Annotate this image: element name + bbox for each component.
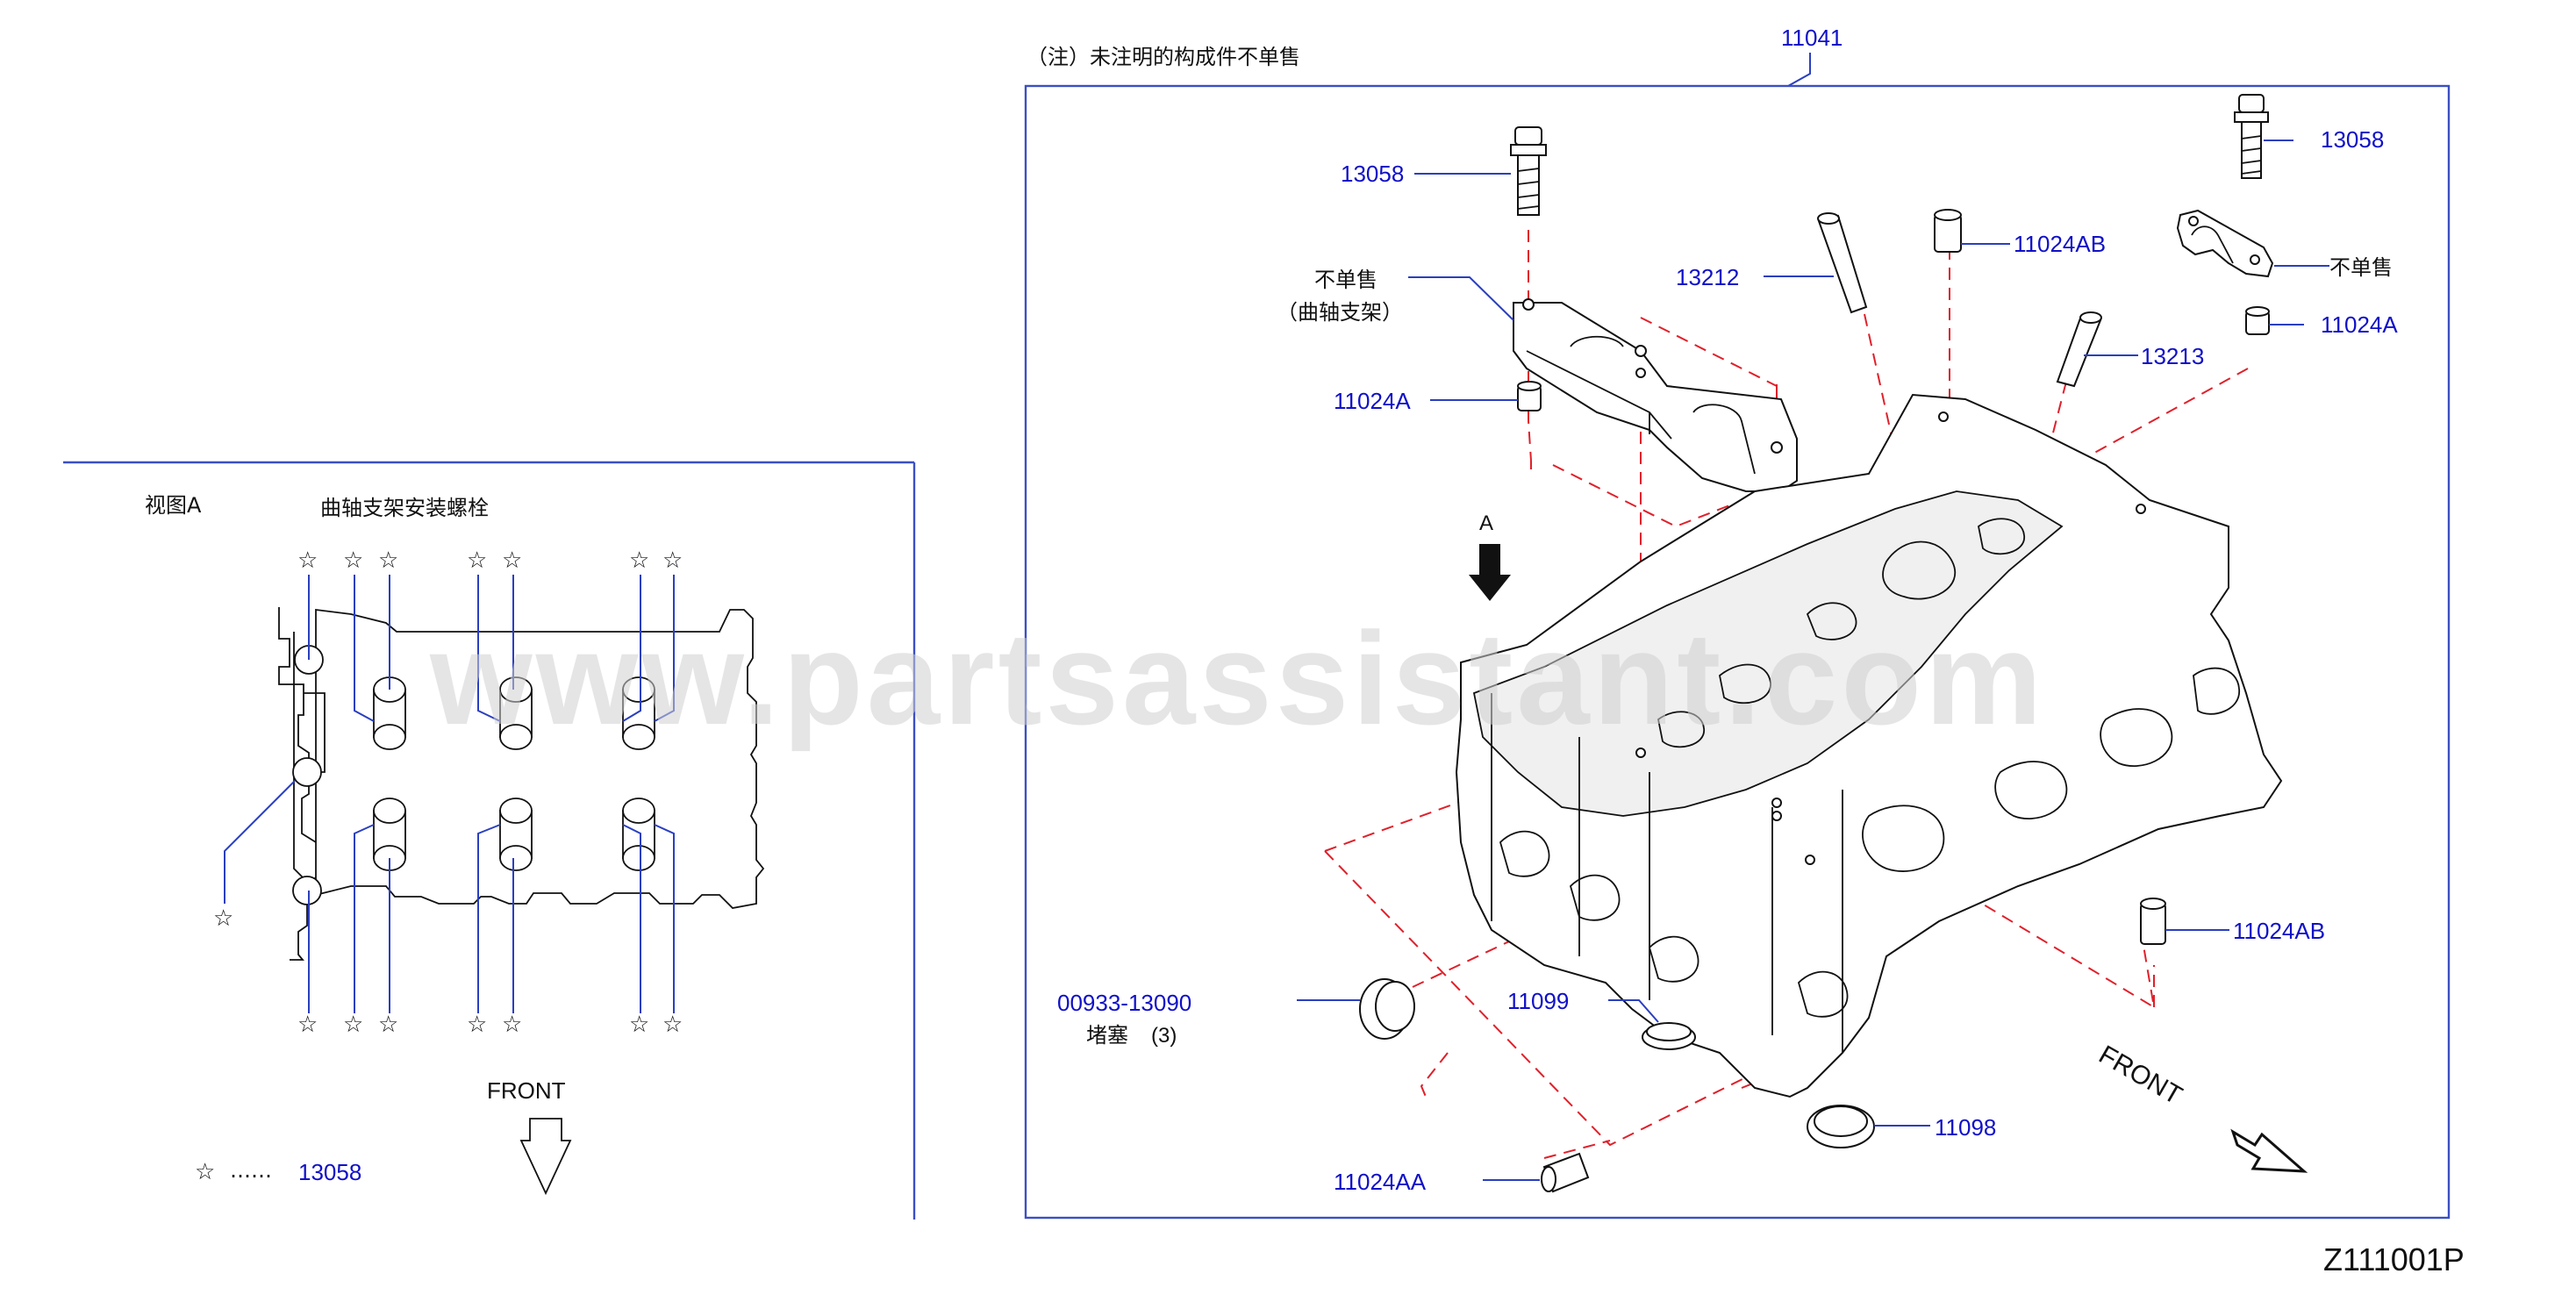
view-a-arrow-label: A: [1479, 512, 1493, 535]
view-a-panel: 视图A 曲轴支架安装螺栓 ☆☆☆☆☆☆☆☆☆☆☆☆☆☆☆ FRONT ☆ …… …: [63, 461, 916, 1220]
legend-dots: ……: [230, 1158, 272, 1183]
part-label-11098[interactable]: 11098: [1935, 1114, 1996, 1141]
dowel-11024ab-top-icon: [1934, 209, 1962, 253]
plug-00933-13090-icon: [1359, 978, 1415, 1040]
star-marker-icon: ☆: [378, 547, 398, 574]
view-a-leader: [354, 824, 375, 1013]
dowel-11024aa-icon: [1541, 1152, 1590, 1193]
bolt-boss-icon: [499, 676, 533, 750]
rail-boss-icon: [292, 876, 322, 905]
legend-star-icon: ☆: [195, 1159, 215, 1185]
label-crank-bracket: （曲轴支架）: [1277, 300, 1403, 325]
legend-part-13058[interactable]: 13058: [298, 1159, 361, 1185]
seal-11098-icon: [1807, 1105, 1875, 1148]
part-label-11024a-left[interactable]: 11024A: [1334, 388, 1411, 414]
view-a-subtitle: 曲轴支架安装螺栓: [320, 496, 489, 520]
view-a-title: 视图A: [145, 493, 202, 518]
star-marker-icon: ☆: [629, 547, 649, 574]
view-a-bosses: [292, 645, 655, 905]
label-not-sold-right: 不单售: [2329, 255, 2393, 280]
bolt-13058-right-icon: [2234, 94, 2269, 179]
watermark: www.partsassistant.com: [429, 604, 2045, 752]
part-label-11041[interactable]: 11041: [1781, 25, 1843, 51]
leader-11041: [1787, 53, 1811, 87]
bolt-boss-icon: [373, 676, 406, 750]
view-a-leader: [354, 575, 375, 722]
star-marker-icon: ☆: [213, 905, 233, 932]
view-a-leader: [654, 824, 675, 1013]
star-marker-icon: ☆: [502, 1012, 522, 1038]
star-marker-icon: ☆: [662, 547, 683, 574]
star-marker-icon: ☆: [297, 1012, 318, 1038]
dowel-11024a-left-icon: [1517, 381, 1542, 411]
rail-boss-icon: [292, 757, 322, 787]
main-panel: （注）未注明的构成件不单售 11041: [1024, 25, 2451, 1220]
star-marker-icon: ☆: [467, 547, 487, 574]
seal-11099-icon: [1642, 1022, 1696, 1050]
part-label-13058-left[interactable]: 13058: [1341, 161, 1404, 187]
label-not-sold-left: 不单售: [1314, 268, 1377, 292]
part-label-11024ab-bottom[interactable]: 11024AB: [2233, 918, 2325, 944]
part-label-11024aa[interactable]: 11024AA: [1334, 1169, 1427, 1195]
main-front-label: FRONT: [2094, 1040, 2187, 1110]
star-marker-icon: ☆: [378, 1012, 398, 1038]
part-label-13213[interactable]: 13213: [2141, 343, 2204, 369]
bolt-13058-left-icon: [1510, 126, 1547, 216]
guide-13213-icon: [2056, 311, 2102, 388]
view-a-leader: [477, 575, 501, 722]
crank-bracket-right: [2176, 209, 2274, 278]
view-a-stars: ☆ ☆ ☆ ☆ ☆ ☆ ☆ ☆ ☆ ☆ ☆ ☆ ☆ ☆ ☆: [213, 547, 683, 1038]
crank-bracket-left: [1513, 298, 1798, 492]
star-marker-icon: ☆: [343, 1012, 363, 1038]
star-marker-icon: ☆: [629, 1012, 649, 1038]
guide-13212-icon: [1817, 212, 1868, 314]
bolt-boss-icon: [622, 798, 655, 871]
cylinder-head-body: [1455, 393, 2283, 1098]
view-a-front-label: FRONT: [487, 1077, 566, 1104]
part-label-13058-right[interactable]: 13058: [2321, 126, 2384, 153]
view-a-front-arrow-icon: [519, 1118, 572, 1196]
star-marker-icon: ☆: [662, 1012, 683, 1038]
drawing-id: Z111001P: [2323, 1241, 2465, 1277]
view-a-leader: [622, 824, 641, 1013]
view-a-arrow-icon: [1469, 544, 1511, 601]
part-label-11024ab-top[interactable]: 11024AB: [2014, 231, 2106, 257]
view-a-leader: [477, 824, 501, 1013]
note-text: （注）未注明的构成件不单售: [1027, 45, 1300, 69]
dowel-11024a-right-icon: [2245, 306, 2270, 335]
star-marker-icon: ☆: [502, 547, 522, 574]
label-plug-qty: (3): [1151, 1024, 1177, 1048]
bolt-boss-icon: [622, 676, 655, 750]
leader-lines: [1297, 140, 2329, 1181]
view-a-leader: [622, 575, 641, 722]
part-label-00933-13090[interactable]: 00933-13090: [1057, 990, 1191, 1016]
part-label-13212[interactable]: 13212: [1676, 264, 1739, 290]
bolt-boss-icon: [373, 798, 406, 871]
star-marker-icon: ☆: [467, 1012, 487, 1038]
view-a-leader: [654, 575, 675, 722]
dowel-11024ab-bottom-icon: [2140, 898, 2166, 945]
bolt-boss-icon: [499, 798, 533, 871]
label-plug-name: 堵塞: [1086, 1023, 1128, 1048]
part-label-11099[interactable]: 11099: [1507, 988, 1569, 1014]
view-a-leader: [224, 780, 296, 904]
star-marker-icon: ☆: [297, 547, 318, 574]
main-front-arrow-icon: [2230, 1128, 2308, 1173]
star-marker-icon: ☆: [343, 547, 363, 574]
main-frame: [1024, 84, 2451, 1220]
part-label-11024a-right[interactable]: 11024A: [2321, 311, 2398, 338]
